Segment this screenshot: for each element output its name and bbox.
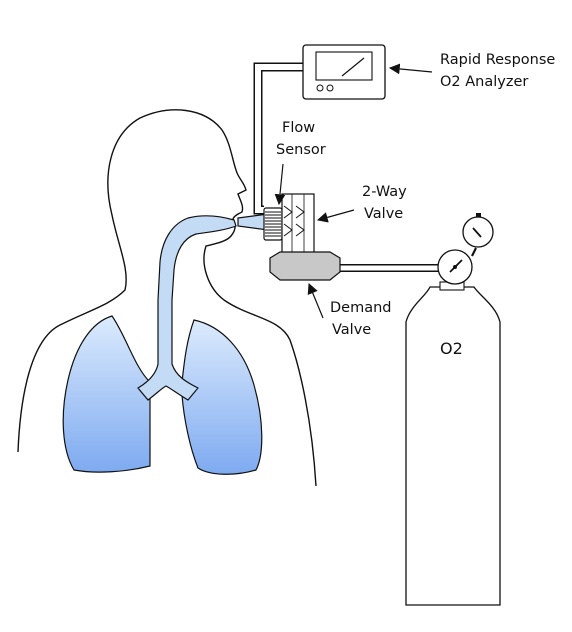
o2-analyzer bbox=[302, 44, 386, 100]
demand-valve-label-line1: Demand bbox=[330, 300, 392, 316]
labels: Rapid Response O2 Analyzer Flow Sensor 2… bbox=[276, 52, 555, 358]
flow-sensor bbox=[263, 207, 283, 241]
regulator-gauge-large bbox=[437, 249, 473, 285]
analyzer-label-line1: Rapid Response bbox=[440, 52, 555, 68]
two-way-valve-arrow bbox=[316, 209, 355, 223]
demand-valve-label-line2: Valve bbox=[332, 322, 371, 338]
airway bbox=[137, 215, 237, 401]
two-way-valve-label-line1: 2-Way bbox=[362, 184, 407, 200]
demand-valve bbox=[269, 251, 341, 281]
callout-arrows bbox=[274, 63, 433, 319]
analyzer-label-line2: O2 Analyzer bbox=[440, 74, 528, 90]
human-silhouette bbox=[17, 109, 317, 487]
two-way-valve bbox=[281, 193, 315, 255]
demand-valve-arrow bbox=[307, 283, 324, 319]
lungs bbox=[62, 315, 263, 475]
flow-sensor-label-line2: Sensor bbox=[276, 142, 326, 158]
flow-sensor-arrow bbox=[274, 163, 286, 206]
analyzer-sample-line bbox=[253, 62, 303, 215]
flow-sensor-label-line1: Flow bbox=[282, 120, 315, 136]
regulator-gauge-small bbox=[462, 213, 494, 257]
two-way-valve-label-line2: Valve bbox=[364, 206, 403, 222]
cylinder-label: O2 bbox=[440, 339, 463, 358]
analyzer-arrow bbox=[388, 63, 433, 75]
o2-cylinder bbox=[405, 281, 501, 606]
